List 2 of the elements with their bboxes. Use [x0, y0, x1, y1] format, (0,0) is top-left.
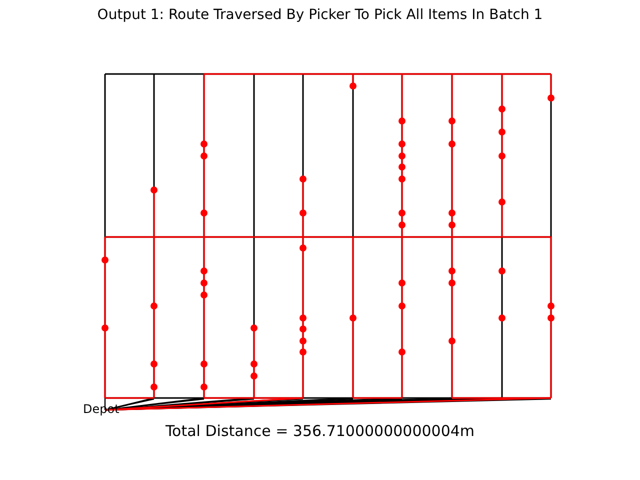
chart-title: Output 1: Route Traversed By Picker To Pick All Items In Batch 1 [96, 7, 544, 23]
total-distance-label: Total Distance = 356.71000000000004m [164, 422, 476, 440]
